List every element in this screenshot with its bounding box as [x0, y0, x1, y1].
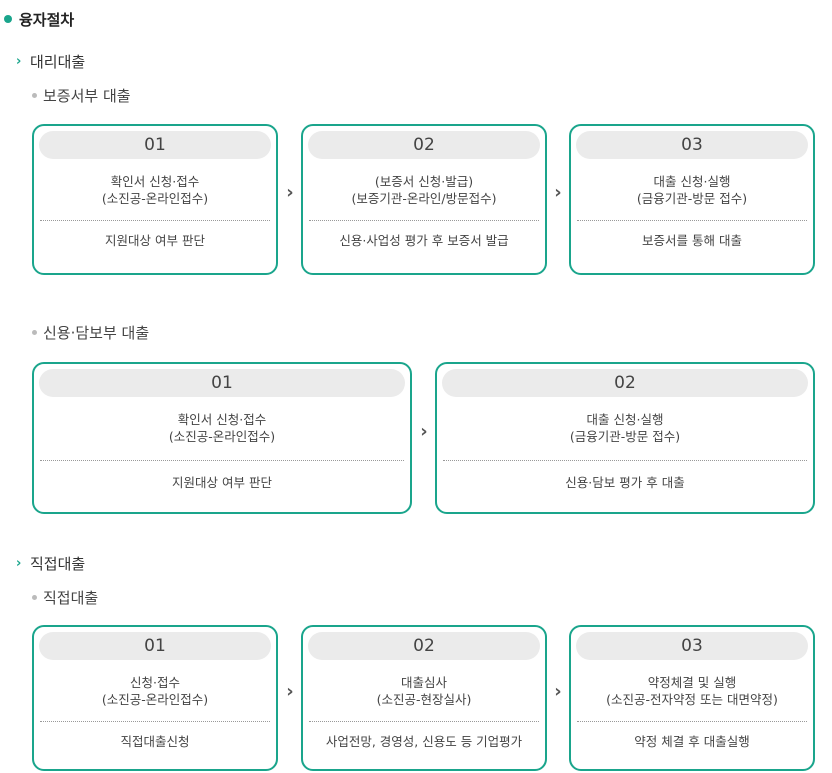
section-heading-direct-loan: › 직접대출: [16, 553, 85, 573]
step-card: 02 대출 신청·실행 (금융기관-방문 접수) 신용·담보 평가 후 대출: [435, 362, 815, 514]
step-result: 신용·사업성 평가 후 보증서 발급: [339, 233, 509, 248]
divider: [40, 220, 270, 221]
section-label: 직접대출: [30, 554, 86, 573]
step-number: 01: [39, 131, 271, 159]
step-card: 01 확인서 신청·접수 (소진공-온라인접수) 지원대상 여부 판단: [32, 124, 278, 275]
chevron-right-icon: ›: [286, 181, 294, 203]
step-result: 직접대출신청: [120, 734, 190, 749]
step-result: 보증서를 통해 대출: [642, 233, 742, 248]
step-description: 대출심사 (소진공-현장실사): [376, 675, 472, 707]
divider: [309, 220, 539, 221]
step-number: 02: [308, 131, 540, 159]
step-card: 01 확인서 신청·접수 (소진공-온라인접수) 지원대상 여부 판단: [32, 362, 412, 514]
step-description: 신청·접수 (소진공-온라인접수): [101, 675, 209, 707]
step-result: 사업전망, 경영성, 신용도 등 기업평가: [325, 734, 523, 749]
step-result: 지원대상 여부 판단: [105, 233, 205, 248]
step-number: 01: [39, 632, 271, 660]
step-card: 02 대출심사 (소진공-현장실사) 사업전망, 경영성, 신용도 등 기업평가: [301, 625, 547, 771]
step-description: (보증서 신청·발급) (보증기관-온라인/방문접수): [351, 174, 497, 206]
subsection-heading-guarantee-loan: 보증서부 대출: [32, 85, 131, 105]
bullet-icon: [32, 594, 37, 600]
chevron-right-icon: ›: [16, 53, 22, 69]
subsection-heading-direct-loan: 직접대출: [32, 587, 98, 607]
divider: [40, 721, 270, 722]
step-number: 03: [576, 632, 808, 660]
step-result: 약정 체결 후 대출실행: [634, 734, 750, 749]
step-description: 대출 신청·실행 (금융기관-방문 접수): [569, 412, 681, 444]
step-result: 지원대상 여부 판단: [172, 475, 272, 490]
step-number: 02: [442, 369, 808, 397]
page-title-text: 융자절차: [19, 10, 75, 29]
step-result: 신용·담보 평가 후 대출: [565, 475, 685, 490]
bullet-icon: [32, 92, 37, 98]
step-description: 확인서 신청·접수 (소진공-온라인접수): [101, 174, 209, 206]
step-description: 대출 신청·실행 (금융기관-방문 접수): [636, 174, 748, 206]
section-heading-proxy-loan: › 대리대출: [16, 51, 85, 71]
divider: [577, 721, 807, 722]
subsection-label: 보증서부 대출: [43, 86, 131, 105]
bullet-icon: [32, 329, 37, 335]
subsection-heading-credit-collateral-loan: 신용·담보부 대출: [32, 322, 149, 342]
subsection-label: 신용·담보부 대출: [43, 323, 150, 342]
chevron-right-icon: ›: [420, 420, 428, 442]
page-title: 융자절차: [4, 8, 74, 30]
step-description: 약정체결 및 실행 (소진공-전자약정 또는 대면약정): [606, 675, 778, 707]
divider: [443, 460, 807, 461]
divider: [40, 460, 404, 461]
step-description: 확인서 신청·접수 (소진공-온라인접수): [168, 412, 276, 444]
dot-icon: [4, 15, 12, 23]
subsection-label: 직접대출: [43, 588, 99, 607]
step-number: 03: [576, 131, 808, 159]
divider: [577, 220, 807, 221]
step-number: 02: [308, 632, 540, 660]
section-label: 대리대출: [30, 52, 86, 71]
chevron-right-icon: ›: [554, 680, 562, 702]
step-card: 01 신청·접수 (소진공-온라인접수) 직접대출신청: [32, 625, 278, 771]
chevron-right-icon: ›: [286, 680, 294, 702]
chevron-right-icon: ›: [16, 555, 22, 571]
step-card: 03 약정체결 및 실행 (소진공-전자약정 또는 대면약정) 약정 체결 후 …: [569, 625, 815, 771]
step-card: 03 대출 신청·실행 (금융기관-방문 접수) 보증서를 통해 대출: [569, 124, 815, 275]
divider: [309, 721, 539, 722]
chevron-right-icon: ›: [554, 181, 562, 203]
step-card: 02 (보증서 신청·발급) (보증기관-온라인/방문접수) 신용·사업성 평가…: [301, 124, 547, 275]
step-number: 01: [39, 369, 405, 397]
